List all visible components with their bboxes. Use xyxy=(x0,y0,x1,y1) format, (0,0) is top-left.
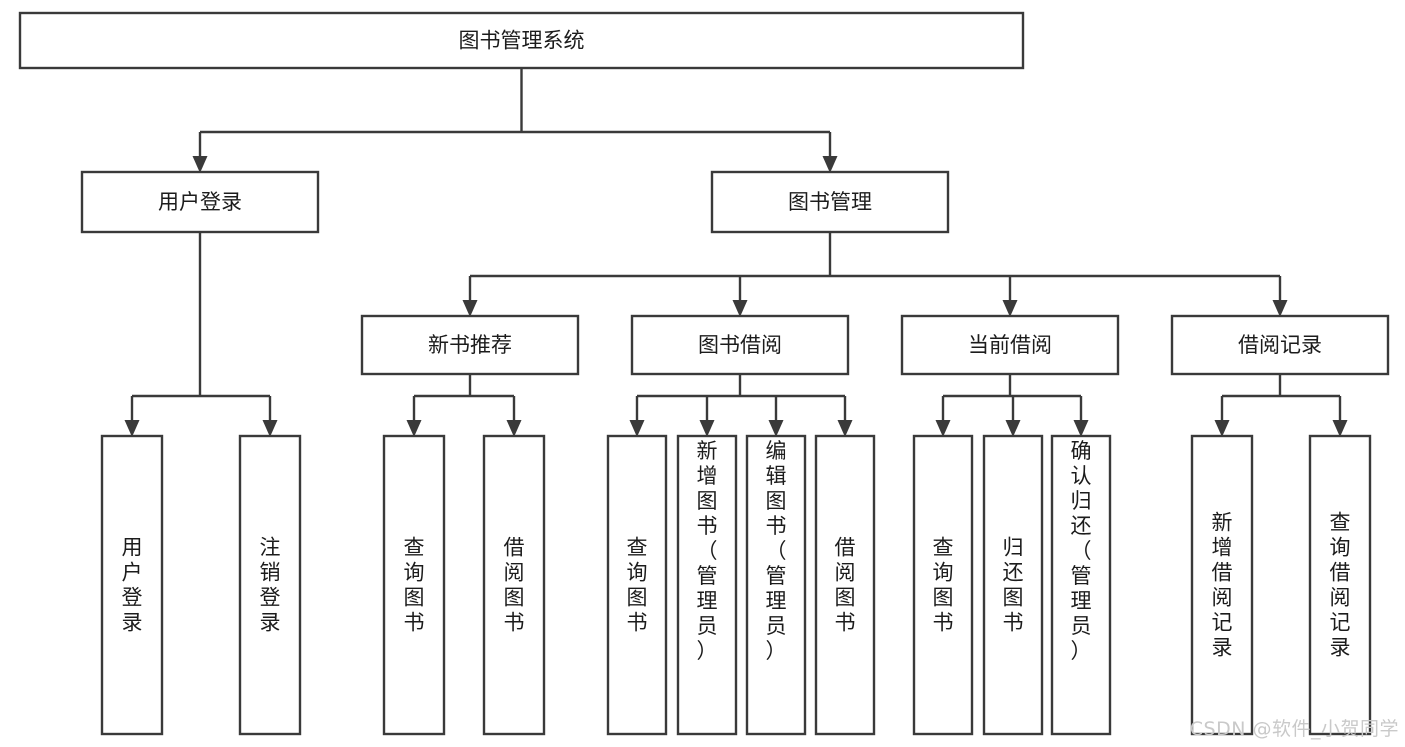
node-box-leaf-current-return xyxy=(982,434,1044,736)
node-box-leaf-record-add xyxy=(1190,434,1254,736)
node-login[interactable]: 用户登录 xyxy=(80,170,320,234)
arrowhead-borrow xyxy=(732,300,748,317)
node-leaf-user-logout[interactable]: 注销登录 xyxy=(238,434,302,736)
edge-group-root xyxy=(192,68,838,173)
node-label-leaf-user-login: 用户登录 xyxy=(122,536,143,635)
node-label-bookmgmt: 图书管理 xyxy=(788,190,872,214)
node-box-records xyxy=(1170,314,1390,376)
node-box-leaf-user-login xyxy=(100,434,164,736)
node-label-leaf-new-query: 查询图书 xyxy=(404,536,425,635)
arrowhead-leaf-record-add xyxy=(1214,420,1230,437)
arrowhead-leaf-record-query xyxy=(1332,420,1348,437)
node-newbook[interactable]: 新书推荐 xyxy=(360,314,580,376)
node-label-leaf-user-logout: 注销登录 xyxy=(260,536,281,635)
arrowhead-newbook xyxy=(462,300,478,317)
node-label-leaf-record-add: 新增借阅记录 xyxy=(1212,511,1233,660)
node-box-bookmgmt xyxy=(710,170,950,234)
nodes-layer: 图书管理系统用户登录图书管理新书推荐图书借阅当前借阅借阅记录用户登录注销登录查询… xyxy=(18,11,1390,736)
node-leaf-record-add[interactable]: 新增借阅记录 xyxy=(1190,434,1254,736)
node-label-current: 当前借阅 xyxy=(968,333,1052,357)
edge-group-login xyxy=(124,232,278,437)
arrowhead-bookmgmt xyxy=(822,156,838,173)
node-root[interactable]: 图书管理系统 xyxy=(18,11,1025,70)
node-leaf-borrow-edit[interactable]: 编辑图书（管理员） xyxy=(745,434,807,736)
arrowhead-records xyxy=(1272,300,1288,317)
arrowhead-leaf-borrow-edit xyxy=(768,420,784,437)
node-box-newbook xyxy=(360,314,580,376)
node-leaf-new-borrow[interactable]: 借阅图书 xyxy=(482,434,546,736)
node-box-leaf-new-borrow xyxy=(482,434,546,736)
edge-group-borrow xyxy=(629,374,853,437)
arrowhead-leaf-user-login xyxy=(124,420,140,437)
arrowhead-leaf-current-query xyxy=(935,420,951,437)
arrowhead-leaf-borrow-do xyxy=(837,420,853,437)
node-box-leaf-borrow-edit xyxy=(745,434,807,736)
node-box-leaf-borrow-add xyxy=(676,434,738,736)
node-label-records: 借阅记录 xyxy=(1238,333,1322,357)
node-label-leaf-record-query: 查询借阅记录 xyxy=(1330,511,1351,660)
node-borrow[interactable]: 图书借阅 xyxy=(630,314,850,376)
node-box-leaf-borrow-do xyxy=(814,434,876,736)
node-label-leaf-current-confirm: 确认归还（管理员） xyxy=(1071,439,1092,663)
node-bookmgmt[interactable]: 图书管理 xyxy=(710,170,950,234)
arrowhead-leaf-current-confirm xyxy=(1073,420,1089,437)
node-label-leaf-current-query: 查询图书 xyxy=(933,536,954,635)
node-leaf-user-login[interactable]: 用户登录 xyxy=(100,434,164,736)
arrowhead-leaf-user-logout xyxy=(262,420,278,437)
node-leaf-borrow-add[interactable]: 新增图书（管理员） xyxy=(676,434,738,736)
node-box-current xyxy=(900,314,1120,376)
node-label-leaf-current-return: 归还图书 xyxy=(1003,536,1024,635)
edge-group-newbook xyxy=(406,374,522,437)
node-box-root xyxy=(18,11,1025,70)
node-records[interactable]: 借阅记录 xyxy=(1170,314,1390,376)
node-label-root: 图书管理系统 xyxy=(459,29,585,53)
node-box-leaf-user-logout xyxy=(238,434,302,736)
arrowhead-leaf-borrow-add xyxy=(699,420,715,437)
node-label-leaf-borrow-do: 借阅图书 xyxy=(835,536,856,635)
node-label-borrow: 图书借阅 xyxy=(698,333,782,357)
node-box-leaf-new-query xyxy=(382,434,446,736)
node-box-borrow xyxy=(630,314,850,376)
arrowhead-current xyxy=(1002,300,1018,317)
arrowhead-login xyxy=(192,156,208,173)
node-leaf-borrow-do[interactable]: 借阅图书 xyxy=(814,434,876,736)
node-leaf-record-query[interactable]: 查询借阅记录 xyxy=(1308,434,1372,736)
node-leaf-current-return[interactable]: 归还图书 xyxy=(982,434,1044,736)
edges-layer xyxy=(124,68,1348,437)
node-box-leaf-record-query xyxy=(1308,434,1372,736)
node-label-login: 用户登录 xyxy=(158,190,242,214)
node-box-leaf-current-query xyxy=(912,434,974,736)
arrowhead-leaf-new-query xyxy=(406,420,422,437)
edge-group-current xyxy=(935,374,1089,437)
node-box-leaf-current-confirm xyxy=(1050,434,1112,736)
edge-group-records xyxy=(1214,374,1348,437)
node-leaf-current-query[interactable]: 查询图书 xyxy=(912,434,974,736)
node-label-leaf-new-borrow: 借阅图书 xyxy=(504,536,525,635)
arrowhead-leaf-borrow-query xyxy=(629,420,645,437)
node-leaf-borrow-query[interactable]: 查询图书 xyxy=(606,434,668,736)
node-current[interactable]: 当前借阅 xyxy=(900,314,1120,376)
arrowhead-leaf-current-return xyxy=(1005,420,1021,437)
node-box-login xyxy=(80,170,320,234)
node-label-newbook: 新书推荐 xyxy=(428,333,512,357)
node-label-leaf-borrow-add: 新增图书（管理员） xyxy=(697,439,718,663)
node-label-leaf-borrow-edit: 编辑图书（管理员） xyxy=(766,439,787,663)
node-leaf-new-query[interactable]: 查询图书 xyxy=(382,434,446,736)
edge-group-bookmgmt xyxy=(462,232,1288,317)
node-box-leaf-borrow-query xyxy=(606,434,668,736)
node-leaf-current-confirm[interactable]: 确认归还（管理员） xyxy=(1050,434,1112,736)
arrowhead-leaf-new-borrow xyxy=(506,420,522,437)
node-label-leaf-borrow-query: 查询图书 xyxy=(627,536,648,635)
